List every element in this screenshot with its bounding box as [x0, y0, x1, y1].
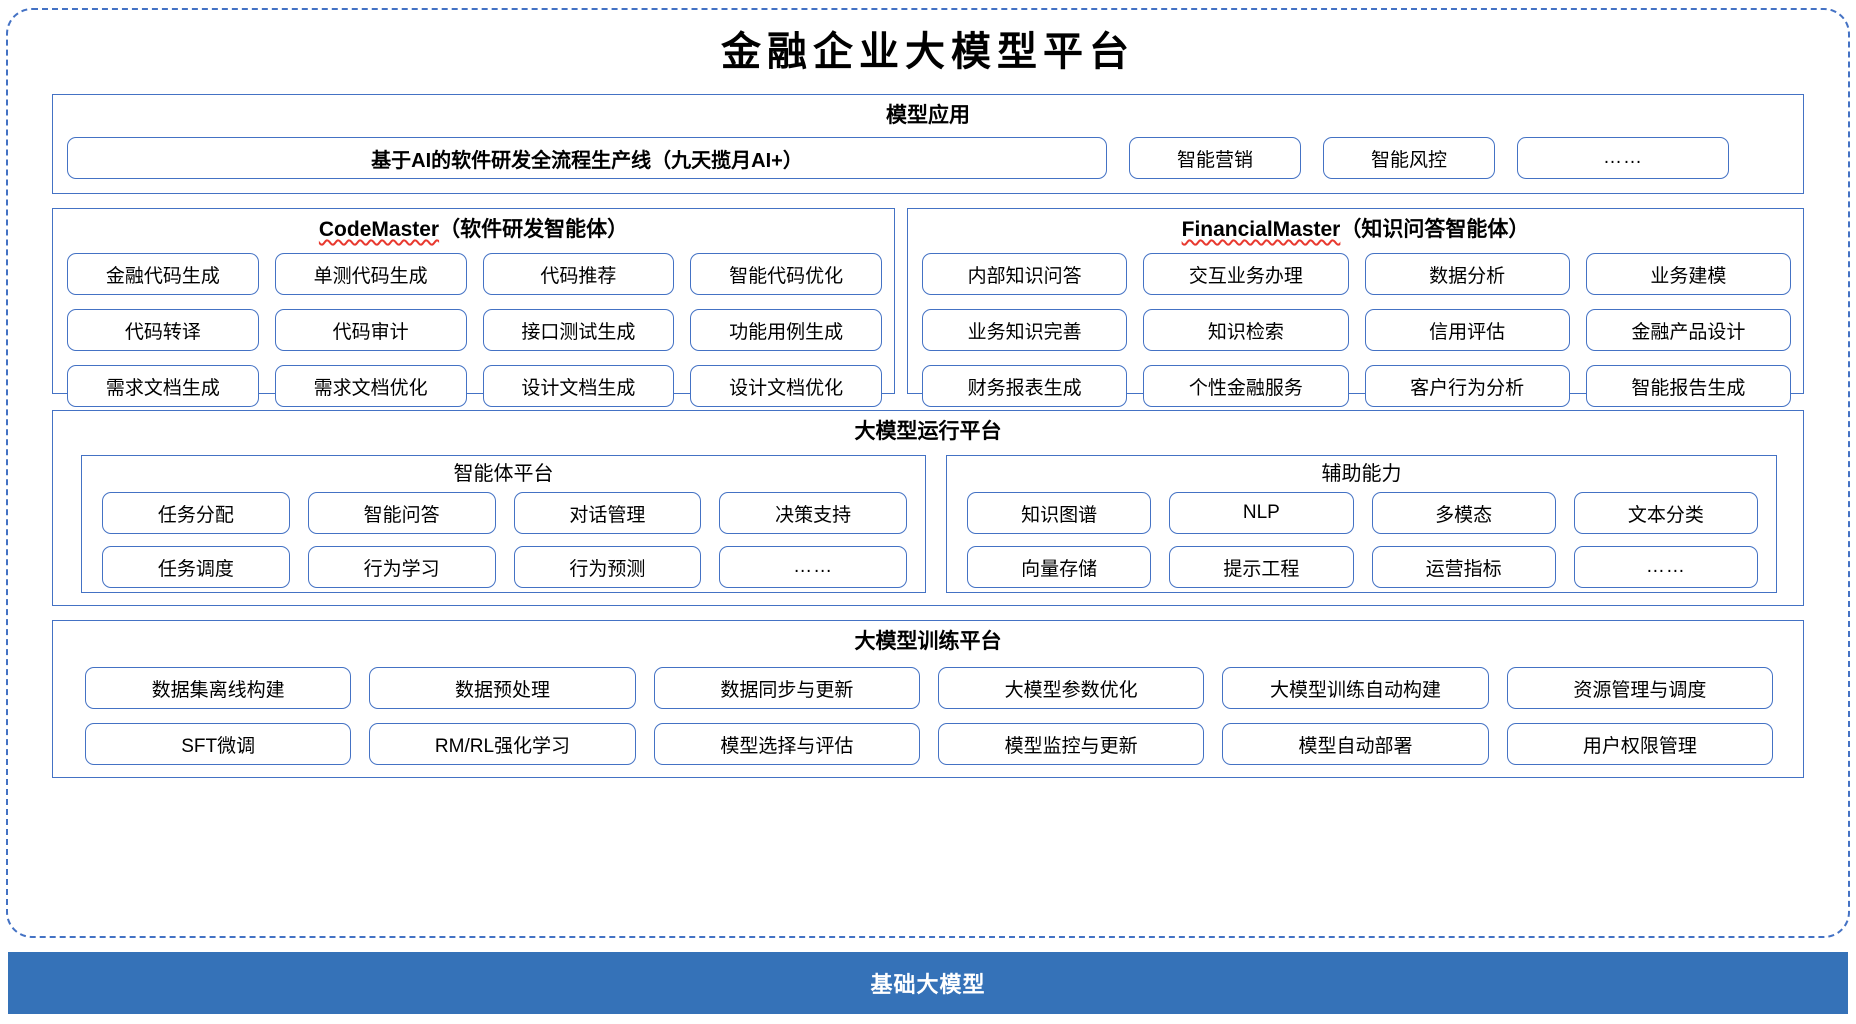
- chip-tp-7[interactable]: RM/RL强化学习: [369, 723, 636, 765]
- section-runtime-platform-title: 大模型运行平台: [854, 420, 1002, 443]
- chip-fm-0[interactable]: 内部知识问答: [922, 253, 1128, 295]
- financial-master-subtitle: （知识问答智能体）: [1340, 218, 1530, 241]
- chip-fm-11[interactable]: 智能报告生成: [1585, 365, 1791, 407]
- chip-fm-9[interactable]: 个性金融服务: [1143, 365, 1349, 407]
- chip-aux-4[interactable]: 向量存储: [967, 546, 1152, 588]
- chip-fm-8[interactable]: 财务报表生成: [922, 365, 1128, 407]
- chip-cm-0[interactable]: 金融代码生成: [67, 253, 259, 295]
- model-application-chip-row: 基于AI的软件研发全流程生产线（九天揽月AI+） 智能营销 智能风控 ……: [67, 137, 1791, 179]
- base-model-label: 基础大模型: [870, 972, 986, 997]
- chip-ap-1[interactable]: 智能问答: [307, 492, 496, 534]
- section-code-master-title: CodeMaster（软件研发智能体）: [53, 209, 894, 242]
- chip-cm-11[interactable]: 设计文档优化: [690, 365, 882, 407]
- section-training-platform-title: 大模型训练平台: [854, 630, 1002, 653]
- chip-aux-2[interactable]: 多模态: [1371, 492, 1556, 534]
- chip-tp-2[interactable]: 数据同步与更新: [653, 667, 920, 709]
- chip-ap-6[interactable]: 行为预测: [513, 546, 702, 588]
- chip-smart-marketing[interactable]: 智能营销: [1129, 137, 1301, 179]
- code-master-chip-grid: 金融代码生成 单测代码生成 代码推荐 智能代码优化 代码转译 代码审计 接口测试…: [67, 253, 882, 407]
- chip-cm-2[interactable]: 代码推荐: [482, 253, 675, 295]
- chip-tp-4[interactable]: 大模型训练自动构建: [1222, 667, 1489, 709]
- chip-cm-1[interactable]: 单测代码生成: [274, 253, 467, 295]
- chip-ap-3[interactable]: 决策支持: [719, 492, 907, 534]
- chip-fm-7[interactable]: 金融产品设计: [1585, 309, 1791, 351]
- subsection-auxiliary-capability-title: 辅助能力: [1321, 463, 1402, 485]
- code-master-subtitle: （软件研发智能体）: [439, 218, 629, 241]
- page-title: 金融企业大模型平台: [721, 28, 1135, 75]
- chip-cm-4[interactable]: 代码转译: [67, 309, 259, 351]
- chip-aux-6[interactable]: 运营指标: [1371, 546, 1556, 588]
- chip-aux-more[interactable]: ……: [1573, 546, 1758, 588]
- chip-aux-0[interactable]: 知识图谱: [967, 492, 1152, 534]
- chip-tp-1[interactable]: 数据预处理: [369, 667, 636, 709]
- subsection-auxiliary-capability: 辅助能力 知识图谱 NLP 多模态 文本分类 向量存储 提示工程 运营指标 ……: [946, 455, 1777, 593]
- chip-cm-10[interactable]: 设计文档生成: [482, 365, 675, 407]
- section-model-application-title: 模型应用: [886, 104, 970, 127]
- chip-tp-5[interactable]: 资源管理与调度: [1506, 667, 1773, 709]
- agent-platform-chip-grid: 任务分配 智能问答 对话管理 决策支持 任务调度 行为学习 行为预测 ……: [102, 492, 907, 588]
- financial-master-chip-grid: 内部知识问答 交互业务办理 数据分析 业务建模 业务知识完善 知识检索 信用评估…: [922, 253, 1791, 407]
- subsection-agent-platform: 智能体平台 任务分配 智能问答 对话管理 决策支持 任务调度 行为学习 行为预测…: [81, 455, 926, 593]
- chip-cm-9[interactable]: 需求文档优化: [274, 365, 467, 407]
- chip-tp-8[interactable]: 模型选择与评估: [653, 723, 920, 765]
- subsection-agent-platform-title: 智能体平台: [453, 463, 554, 485]
- section-financial-master-title: FinancialMaster（知识问答智能体）: [908, 209, 1803, 242]
- chip-tp-6[interactable]: SFT微调: [85, 723, 352, 765]
- chip-fm-3[interactable]: 业务建模: [1585, 253, 1791, 295]
- chip-fm-2[interactable]: 数据分析: [1364, 253, 1570, 295]
- chip-aux-3[interactable]: 文本分类: [1573, 492, 1758, 534]
- chip-cm-8[interactable]: 需求文档生成: [67, 365, 259, 407]
- section-training-platform: 大模型训练平台 数据集离线构建 数据预处理 数据同步与更新 大模型参数优化 大模…: [52, 620, 1804, 778]
- chip-fm-5[interactable]: 知识检索: [1143, 309, 1349, 351]
- section-runtime-platform: 大模型运行平台 智能体平台 任务分配 智能问答 对话管理 决策支持 任务调度 行…: [52, 410, 1804, 606]
- chip-ap-more[interactable]: ……: [719, 546, 907, 588]
- chip-fm-1[interactable]: 交互业务办理: [1143, 253, 1349, 295]
- chip-fm-6[interactable]: 信用评估: [1364, 309, 1570, 351]
- chip-tp-0[interactable]: 数据集离线构建: [85, 667, 352, 709]
- chip-cm-3[interactable]: 智能代码优化: [690, 253, 882, 295]
- chip-ai-sdlc-pipeline[interactable]: 基于AI的软件研发全流程生产线（九天揽月AI+）: [67, 137, 1107, 179]
- code-master-name: CodeMaster: [318, 218, 440, 241]
- chip-ap-5[interactable]: 行为学习: [307, 546, 496, 588]
- chip-aux-1[interactable]: NLP: [1169, 492, 1354, 534]
- chip-tp-11[interactable]: 用户权限管理: [1506, 723, 1773, 765]
- section-financial-master: FinancialMaster（知识问答智能体） 内部知识问答 交互业务办理 数…: [907, 208, 1804, 407]
- chip-cm-6[interactable]: 接口测试生成: [482, 309, 675, 351]
- chip-cm-5[interactable]: 代码审计: [274, 309, 467, 351]
- section-model-application: 模型应用 基于AI的软件研发全流程生产线（九天揽月AI+） 智能营销 智能风控 …: [52, 94, 1804, 194]
- chip-tp-9[interactable]: 模型监控与更新: [938, 723, 1205, 765]
- training-platform-chip-grid: 数据集离线构建 数据预处理 数据同步与更新 大模型参数优化 大模型训练自动构建 …: [85, 667, 1773, 765]
- base-model-bar: 基础大模型: [8, 952, 1848, 1014]
- chip-aux-5[interactable]: 提示工程: [1169, 546, 1354, 588]
- financial-master-name: FinancialMaster: [1181, 218, 1341, 241]
- chip-ap-2[interactable]: 对话管理: [513, 492, 702, 534]
- section-code-master: CodeMaster（软件研发智能体） 金融代码生成 单测代码生成 代码推荐 智…: [52, 208, 895, 407]
- auxiliary-chip-grid: 知识图谱 NLP 多模态 文本分类 向量存储 提示工程 运营指标 ……: [967, 492, 1758, 588]
- chip-fm-4[interactable]: 业务知识完善: [922, 309, 1128, 351]
- chip-tp-3[interactable]: 大模型参数优化: [938, 667, 1205, 709]
- chip-cm-7[interactable]: 功能用例生成: [690, 309, 882, 351]
- chip-ap-0[interactable]: 任务分配: [102, 492, 290, 534]
- chip-ap-4[interactable]: 任务调度: [102, 546, 290, 588]
- chip-tp-10[interactable]: 模型自动部署: [1222, 723, 1489, 765]
- chip-smart-risk-control[interactable]: 智能风控: [1323, 137, 1495, 179]
- chip-fm-10[interactable]: 客户行为分析: [1364, 365, 1570, 407]
- chip-more-applications[interactable]: ……: [1517, 137, 1729, 179]
